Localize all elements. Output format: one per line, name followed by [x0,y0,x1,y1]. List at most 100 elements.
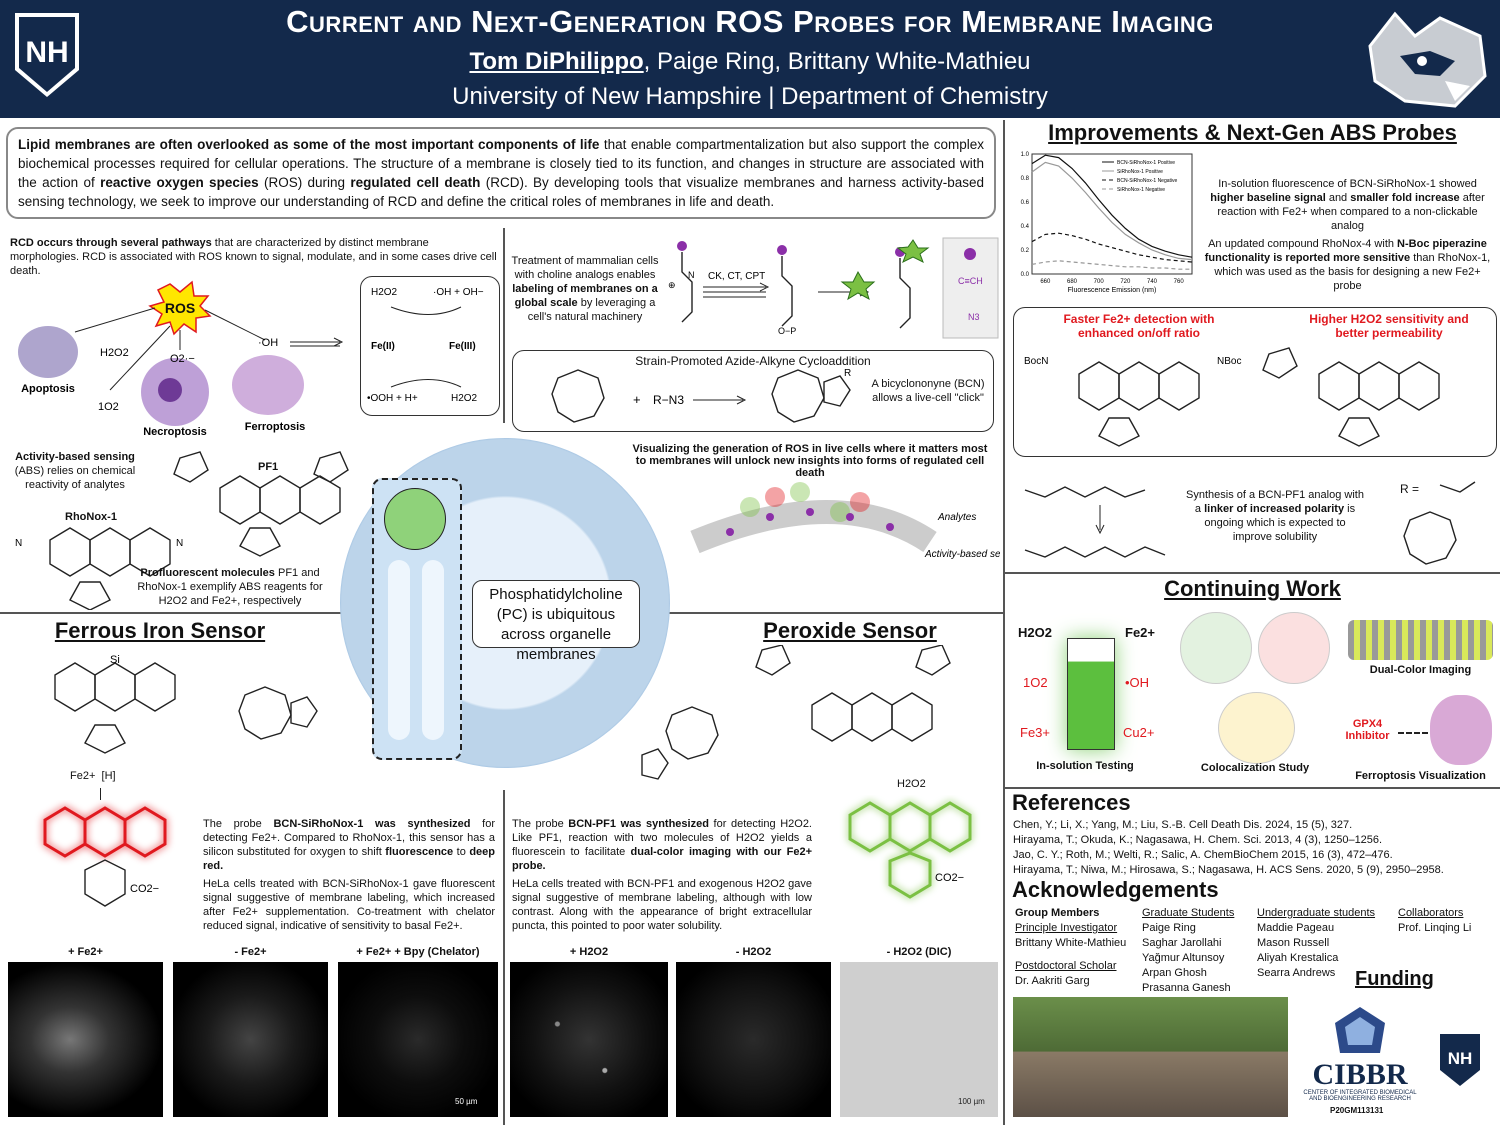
ug-name: Maddie Pageau [1257,922,1335,934]
legend-entry: SiRhoNox-1 Negative [1117,187,1165,193]
svg-text:CO2−: CO2− [935,872,964,884]
imp-p1a: In-solution fluorescence of BCN-SiRhoNox… [1218,178,1477,190]
imp-p1c: and [1325,192,1351,204]
rcd-bold: RCD occurs through several pathways [10,237,212,249]
left-hdivider [0,612,345,614]
ack-title: Acknowledgements [1012,877,1219,902]
mid-divider-bottom [503,790,505,1125]
grad-name: Arpan Ghosh [1142,967,1207,979]
ferrous-conditions: Fe2+ [H] [70,770,116,782]
spaac-reaction: + R−N3 R [551,368,851,423]
x-tick-label: 660 [1040,279,1051,285]
spaac-plus: + [633,392,641,407]
arrow-to-fenton [290,337,344,347]
ferroptosis-cell [232,355,304,415]
peroxide-img1-label: + H2O2 [569,946,609,958]
imp-p1b: higher baseline signal [1210,192,1326,204]
pc-headgroup [384,488,446,550]
peroxide-conditions: H2O2 [897,778,926,790]
chart-frame [1031,153,1193,275]
grad-name: Paige Ring [1142,922,1196,934]
ferrous-p1d: fluorescence [385,846,454,858]
ug-name: Aliyah Krestalica [1257,952,1339,964]
y-tick-label: 0.0 [1021,272,1030,278]
choline-text-b: by leveraging a cell's natural machinery [527,297,656,323]
postdoc-name: Dr. Aakriti Garg [1015,975,1090,987]
cibbr-subtitle: CENTER OF INTEGRATED BIOMEDICAL AND BIOE… [1303,1090,1417,1102]
abs-reagent-label: Activity-based sensing reagent [924,549,1000,560]
grad-name: Saghar Jarollahi [1142,937,1222,949]
cont-fe2: Fe2+ [1125,625,1155,640]
choline-labeling-scheme: ⊕ N CK, CT, CPT O−P C≡CH N3 [668,237,999,339]
apoptosis-label: Apoptosis [21,383,75,395]
cont-cu2: Cu2+ [1123,725,1155,740]
rcd-description: RCD occurs through several pathways that… [10,236,500,278]
intro-box: Lipid membranes are often overlooked as … [6,127,996,219]
necroptosis-label: Necroptosis [143,426,207,438]
svg-text:Si: Si [110,654,120,666]
spaac-title: Strain-Promoted Azide-Alkyne Cycloadditi… [635,354,871,368]
right-column-divider [1003,120,1005,1125]
h2o2-label: H2O2 [100,347,129,359]
grad-name: Yağmur Altunsoy [1142,952,1225,964]
ferrous-sensor-title: Ferrous Iron Sensor [54,618,266,643]
hydroxyl-label: ·OH [258,337,278,349]
continuing-work-title: Continuing Work [1164,576,1341,601]
dual-color-panel: Dual-Color Imaging [1348,590,1493,680]
choline-enzymes: CK, CT, CPT [708,271,765,282]
center-hdivider [668,612,1003,614]
abs-text: (ABS) relies on chemical reactivity of a… [14,465,136,491]
small-logo-text: NH [1448,1049,1473,1068]
unh-shield-small: NH [1440,1034,1480,1086]
x-tick-label: 720 [1120,279,1131,285]
wildcat-mascot-logo [1368,11,1487,108]
bcn-pf1-structure [641,645,951,780]
group-photo [1013,997,1288,1117]
spaac-azide: R−N3 [653,393,684,407]
svg-text:N3: N3 [968,312,980,322]
references-list: Chen, Y.; Li, X.; Yang, M.; Liu, S.-B. C… [1013,818,1498,878]
fe-cond: Fe2+ [70,770,96,782]
cibbr-logo-icon [1335,1007,1385,1053]
intro-text-1: that enable compartmentalization but als… [18,137,984,190]
ack-collab-col: Collaborators Prof. Linqing Li [1398,906,1498,936]
apoptosis-cell [18,326,78,378]
peroxide-p1a: The probe [512,818,569,830]
x-tick-label: 700 [1094,279,1105,285]
series-line [1031,260,1192,270]
intro-bold-1: Lipid membranes are often overlooked as … [18,137,600,152]
fenton-arc-bottom [390,379,462,388]
profluor-bold: Profluorescent molecules [140,567,275,579]
imp-p1d: smaller fold increase [1350,192,1460,204]
synth-a: Synthesis of a BCN-PF1 analog with a [1186,489,1364,515]
h-cond: [H] [101,770,116,782]
pi-name: Brittany White-Mathieu [1015,937,1127,949]
ferrous-arrow [100,788,102,800]
synth-c: is ongoing which is expected to improve … [1204,503,1356,543]
y-tick-label: 0.8 [1021,176,1030,182]
reference-item: Hirayama, T.; Niwa, M.; Hirosawa, S.; Na… [1013,864,1444,876]
r-group-label: R = [1400,482,1420,496]
cap-in-solution: In-solution Testing [1036,760,1134,772]
pc-tail-2 [422,560,444,740]
legend-entry: BCN-SiRhoNox-1 Negative [1117,178,1178,184]
ferrous-p1b: BCN-SiRhoNox-1 was synthesized [273,818,471,830]
pi-label: Principle Investigator [1015,922,1118,934]
ug-name: Searra Andrews [1257,967,1336,979]
y-tick-label: 0.4 [1021,224,1030,230]
profluorescent-description: Profluorescent molecules PF1 and RhoNox-… [135,566,325,608]
cap-ferroptosis: Ferroptosis Visualization [1355,770,1486,782]
arrow-1o2 [109,325,171,391]
cont-h2o2: H2O2 [1018,625,1052,640]
red-callout-1: Faster Fe2+ detection with enhanced on/o… [1063,312,1215,340]
fenton-fe2: Fe(II) [371,341,395,352]
mid-divider-top [503,228,505,423]
x-tick-label: 760 [1174,279,1185,285]
r-group-structure [1403,481,1476,565]
peroxide-micrograph-minus-h2o2 [676,962,831,1117]
rcd-text: that are characterized by distinct membr… [10,237,497,277]
svg-text:NBoc: NBoc [1217,356,1241,367]
merged-cell [1218,692,1295,764]
funding-title: Funding [1355,968,1434,990]
reference-item: Hirayama, T.; Okuda, K.; Nagasawa, H. Ch… [1013,834,1383,846]
